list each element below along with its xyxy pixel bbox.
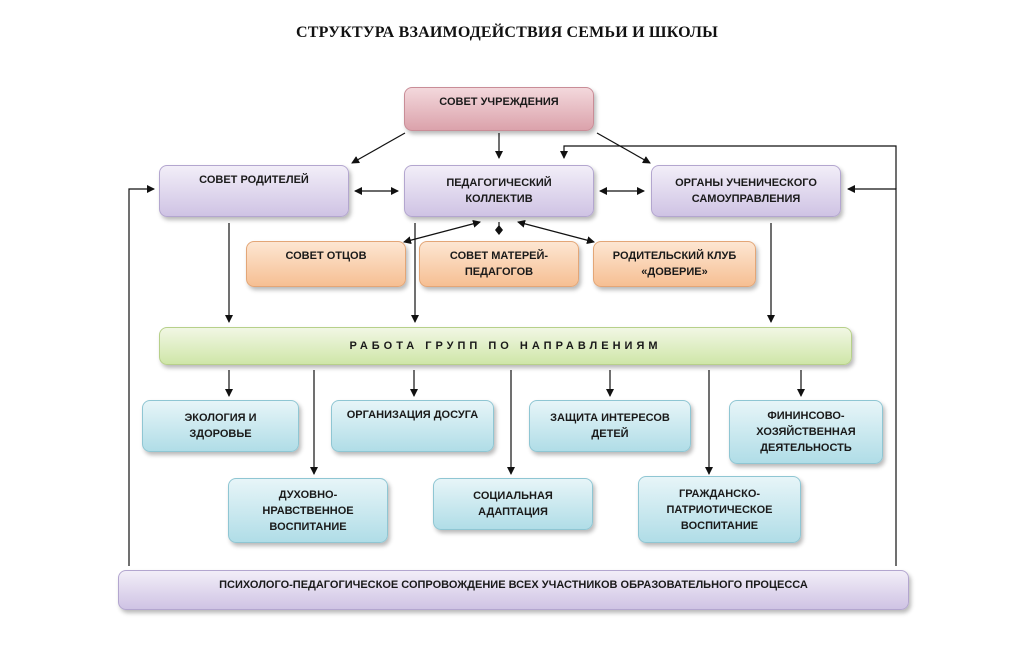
mothers-teachers-council-box: СОВЕТ МАТЕРЕЙ-ПЕДАГОГОВ bbox=[419, 241, 579, 287]
group-work-label: РАБОТА ГРУПП ПО НАПРАВЛЕНИЯМ bbox=[349, 340, 662, 352]
diagram-title: СТРУКТУРА ВЗАИМОДЕЙСТВИЯ СЕМЬИ И ШКОЛЫ bbox=[296, 24, 718, 41]
council-institution-box: СОВЕТ УЧРЕЖДЕНИЯ bbox=[404, 87, 594, 131]
teaching-staff-box: ПЕДАГОГИЧЕСКИЙ КОЛЛЕКТИВ bbox=[404, 165, 594, 217]
fathers-council-box: СОВЕТ ОТЦОВ bbox=[246, 241, 406, 287]
civic-education-box: ГРАЖДАНСКО-ПАТРИОТИЧЕСКОЕ ВОСПИТАНИЕ bbox=[638, 476, 801, 543]
arrow-psych-to-students bbox=[847, 185, 897, 566]
parents-council-box: СОВЕТ РОДИТЕЛЕЙ bbox=[159, 165, 349, 217]
children-rights-box: ЗАЩИТА ИНТЕРЕСОВ ДЕТЕЙ bbox=[529, 400, 691, 452]
group-work-bar: РАБОТА ГРУПП ПО НАПРАВЛЕНИЯМ bbox=[159, 327, 852, 365]
ecology-health-box: ЭКОЛОГИЯ И ЗДОРОВЬЕ bbox=[142, 400, 299, 452]
student-government-box: ОРГАНЫ УЧЕНИЧЕСКОГО САМОУПРАВЛЕНИЯ bbox=[651, 165, 841, 217]
teaching-staff-label: ПЕДАГОГИЧЕСКИЙ КОЛЛЕКТИВ bbox=[446, 177, 552, 205]
financial-label: ФИНИНСОВО-ХОЗЯЙСТВЕННАЯ ДЕЯТЕЛЬНОСТЬ bbox=[756, 410, 856, 454]
arrow-staff-to-club bbox=[517, 219, 595, 245]
council-institution-label: СОВЕТ УЧРЕЖДЕНИЯ bbox=[439, 96, 559, 108]
arrow-psych-to-parents bbox=[128, 185, 155, 566]
social-adaptation-label: СОЦИАЛЬНАЯ АДАПТАЦИЯ bbox=[473, 490, 553, 518]
leisure-label: ОРГАНИЗАЦИЯ ДОСУГА bbox=[346, 409, 479, 421]
arrow-council-to-parents bbox=[351, 132, 406, 164]
psych-support-bar: ПСИХОЛОГО-ПЕДАГОГИЧЕСКОЕ СОПРОВОЖДЕНИЕ В… bbox=[118, 570, 909, 610]
ecology-health-label: ЭКОЛОГИЯ И ЗДОРОВЬЕ bbox=[184, 412, 257, 440]
moral-education-box: ДУХОВНО-НРАВСТВЕННОЕ ВОСПИТАНИЕ bbox=[228, 478, 388, 543]
social-adaptation-box: СОЦИАЛЬНАЯ АДАПТАЦИЯ bbox=[433, 478, 593, 530]
arrow-council-to-students bbox=[596, 132, 651, 164]
civic-education-label: ГРАЖДАНСКО-ПАТРИОТИЧЕСКОЕ ВОСПИТАНИЕ bbox=[666, 487, 773, 532]
diamond-marker bbox=[495, 225, 503, 235]
mothers-teachers-council-label: СОВЕТ МАТЕРЕЙ-ПЕДАГОГОВ bbox=[449, 250, 549, 278]
parents-club-box: РОДИТЕЛЬСКИЙ КЛУБ «ДОВЕРИЕ» bbox=[593, 241, 756, 287]
children-rights-label: ЗАЩИТА ИНТЕРЕСОВ ДЕТЕЙ bbox=[550, 412, 670, 440]
arrow-psych-to-staff bbox=[560, 145, 897, 189]
financial-box: ФИНИНСОВО-ХОЗЯЙСТВЕННАЯ ДЕЯТЕЛЬНОСТЬ bbox=[729, 400, 883, 464]
parents-council-label: СОВЕТ РОДИТЕЛЕЙ bbox=[199, 174, 309, 186]
leisure-box: ОРГАНИЗАЦИЯ ДОСУГА bbox=[331, 400, 494, 452]
moral-education-label: ДУХОВНО-НРАВСТВЕННОЕ ВОСПИТАНИЕ bbox=[262, 488, 354, 533]
psych-support-label: ПСИХОЛОГО-ПЕДАГОГИЧЕСКОЕ СОПРОВОЖДЕНИЕ В… bbox=[219, 579, 808, 591]
fathers-council-label: СОВЕТ ОТЦОВ bbox=[285, 250, 367, 262]
student-government-label: ОРГАНЫ УЧЕНИЧЕСКОГО САМОУПРАВЛЕНИЯ bbox=[675, 177, 817, 205]
arrow-staff-to-fathers bbox=[403, 219, 481, 245]
parents-club-label: РОДИТЕЛЬСКИЙ КЛУБ «ДОВЕРИЕ» bbox=[612, 250, 737, 278]
